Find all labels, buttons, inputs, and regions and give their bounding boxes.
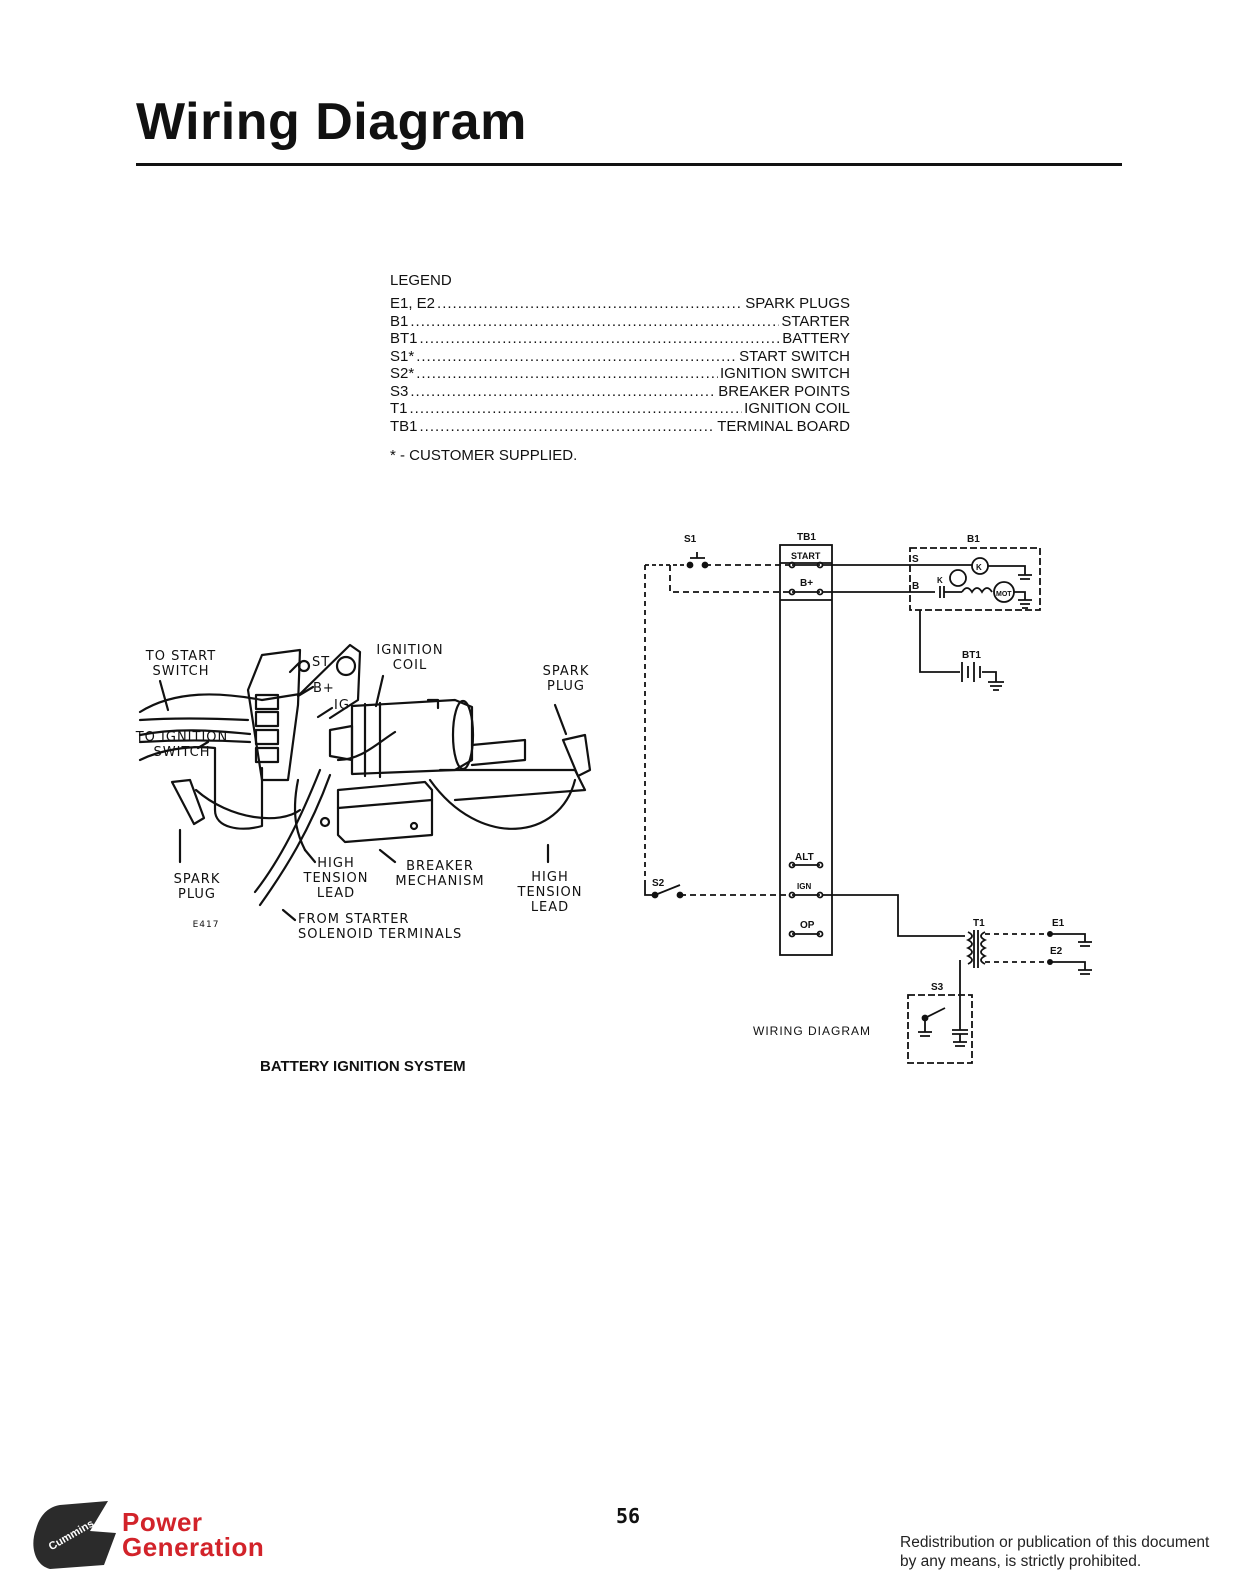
- legend-desc: IGNITION SWITCH: [720, 365, 850, 382]
- legend-code: S1*: [390, 347, 415, 365]
- legend-leader: [420, 330, 781, 348]
- label-terminal-ig: IG: [334, 698, 350, 713]
- copyright-notice: Redistribution or publication of this do…: [900, 1534, 1210, 1570]
- legend-desc: IGNITION COIL: [744, 400, 850, 417]
- cummins-logo-icon: Cummins: [33, 1501, 116, 1569]
- legend-code: BT1: [390, 330, 418, 347]
- wiring-diagram-caption: WIRING DIAGRAM: [753, 1024, 871, 1038]
- brand-line-generation: Generation: [122, 1532, 265, 1562]
- legend: LEGEND E1, E2 SPARK PLUGS B1 STARTER BT1 BA…: [390, 272, 850, 464]
- legend-desc: TERMINAL BOARD: [717, 417, 850, 435]
- legend-code: B1: [390, 312, 409, 330]
- wiring-schematic: S1 TB1 START B+ B1 S B K K MOT BT1 ALT I…: [644, 532, 1092, 1064]
- legend-desc: BATTERY: [782, 330, 850, 347]
- schem-label-start: START: [791, 551, 821, 561]
- legend-item: S1* START SWITCH: [390, 348, 850, 366]
- legend-leader: [416, 348, 737, 366]
- legend-desc: BREAKER POINTS: [718, 382, 850, 400]
- legend-code: TB1: [390, 417, 418, 435]
- legend-leader: [410, 400, 743, 418]
- schem-label-k1: K: [976, 563, 982, 572]
- schem-label-s2: S2: [652, 878, 665, 889]
- schem-label-mot: MOT: [996, 591, 1012, 598]
- schem-label-alt: ALT: [795, 852, 814, 863]
- legend-leader: [416, 365, 718, 383]
- legend-item: B1 STARTER: [390, 313, 850, 331]
- schem-label-b1-s: S: [912, 554, 919, 565]
- legend-code: T1: [390, 400, 408, 417]
- schem-label-e2: E2: [1050, 946, 1063, 957]
- page-title: Wiring Diagram: [136, 93, 527, 151]
- legend-desc: STARTER: [781, 312, 850, 330]
- schem-label-bplus: B+: [800, 578, 813, 589]
- schem-label-op: OP: [800, 920, 815, 931]
- schem-label-tb1: TB1: [797, 532, 816, 543]
- legend-code: S3: [390, 382, 409, 400]
- legend-note: * - CUSTOMER SUPPLIED.: [390, 447, 578, 464]
- schem-label-ign: IGN: [797, 882, 811, 891]
- legend-item: BT1 BATTERY: [390, 330, 850, 348]
- label-terminal-bplus: B+: [313, 681, 335, 696]
- legend-item: S3 BREAKER POINTS: [390, 383, 850, 401]
- schem-label-s3: S3: [931, 982, 944, 993]
- legend-heading: LEGEND: [390, 272, 452, 289]
- schem-label-bt1: BT1: [962, 650, 981, 661]
- schem-label-k2: K: [937, 576, 943, 585]
- legend-leader: [437, 295, 743, 313]
- label-figure-id: E417: [192, 920, 220, 930]
- legend-leader: [420, 418, 716, 436]
- battery-ignition-caption: BATTERY IGNITION SYSTEM: [260, 1058, 466, 1075]
- battery-ignition-illustration: [138, 643, 592, 922]
- label-terminal-st: ST: [312, 655, 331, 670]
- legend-item: TB1 TERMINAL BOARD: [390, 418, 850, 436]
- brand-name: Power Generation: [122, 1507, 265, 1562]
- title-rule: [136, 163, 1122, 166]
- legend-item: S2* IGNITION SWITCH: [390, 365, 850, 383]
- legend-item: E1, E2 SPARK PLUGS: [390, 295, 850, 313]
- schem-label-b1-b: B: [912, 581, 919, 592]
- legend-leader: [410, 383, 716, 401]
- schem-label-t1: T1: [973, 918, 985, 929]
- schem-label-e1: E1: [1052, 918, 1065, 929]
- legend-code: E1, E2: [390, 295, 436, 312]
- legend-code: S2*: [390, 365, 415, 382]
- brand-line-power: Power: [122, 1507, 203, 1537]
- legend-item: T1 IGNITION COIL: [390, 400, 850, 418]
- schem-label-s1: S1: [684, 534, 697, 545]
- legend-desc: SPARK PLUGS: [745, 295, 850, 312]
- legend-leader: [410, 313, 779, 331]
- legend-desc: START SWITCH: [739, 347, 850, 365]
- page-number: 56: [616, 1504, 641, 1528]
- schem-label-b1: B1: [967, 534, 980, 545]
